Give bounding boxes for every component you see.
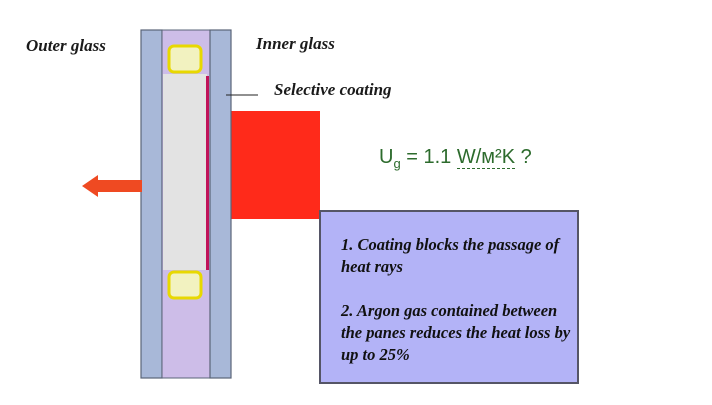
info-box: 1. Coating blocks the passage of heat ra…: [319, 210, 579, 384]
bottom-spacer: [167, 270, 203, 300]
heat-arrow-stub: [300, 210, 322, 219]
inner-glass-label: Inner glass: [256, 34, 335, 53]
u-unit: W/м²K: [456, 146, 516, 169]
u-symbol: U: [379, 146, 394, 168]
gas-gap: [163, 74, 207, 270]
u-equals: = 1.1: [406, 146, 452, 168]
u-value-formula: Ug = 1.1 W/м²K ?: [379, 146, 532, 171]
inner-glass-pane: [209, 29, 232, 379]
outer-glass-pane: [140, 29, 163, 379]
top-spacer: [167, 44, 203, 74]
selective-coating-label: Selective coating: [274, 80, 392, 99]
selective-coating-line: [206, 76, 209, 270]
outer-glass-label: Outer glass: [26, 36, 106, 55]
u-subscript: g: [393, 156, 401, 171]
info-point-1: 1. Coating blocks the passage of heat ra…: [341, 235, 560, 276]
info-point-2: 2. Argon gas contained between the panes…: [341, 301, 571, 364]
u-suffix: ?: [520, 146, 532, 168]
heat-loss-arrow: [82, 175, 142, 197]
heat-block: [231, 111, 320, 219]
